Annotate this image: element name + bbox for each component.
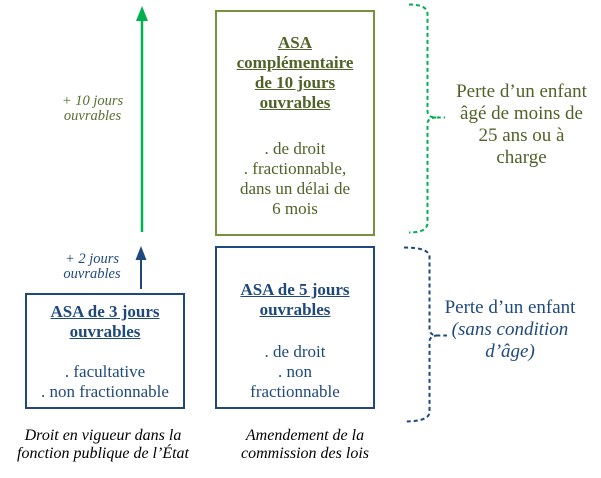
box-body-line: . de droit <box>264 342 326 361</box>
plus10-arrow-head <box>136 6 148 21</box>
box-body-line: . non <box>278 362 312 381</box>
box-title-line: ASA de 3 jours <box>50 302 160 321</box>
condition-no-age-label: Perte d’un enfant (sans condition d’âge) <box>432 297 588 363</box>
condition-line: (sans condition <box>451 319 569 340</box>
caption-amendement: Amendement de la commission des lois <box>241 427 369 462</box>
box-asa-3-jours: ASA de 3 jours ouvrables . facultative .… <box>25 293 185 409</box>
box-title-line: ouvrables <box>259 300 331 319</box>
box-title-line: de 10 jours <box>254 73 336 92</box>
box-title-line: ASA de 5 jours <box>240 280 350 299</box>
box-body-line: fractionnable <box>250 382 340 401</box>
condition-line: 25 ans ou à <box>478 125 565 146</box>
box-body-line: dans un délai de <box>240 179 350 198</box>
box-body-line: . facultative <box>64 362 146 381</box>
green-dashed-brace <box>408 3 445 234</box>
condition-line: Perte d’un enfant <box>456 81 587 102</box>
box-body-line: . non fractionnable <box>41 382 169 401</box>
caption-droit-en-vigueur: Droit en vigueur dans la fonction publiq… <box>17 427 189 462</box>
box-body-line: 6 mois <box>272 199 318 218</box>
box-asa-5-jours: ASA de 5 jours ouvrables . de droit . no… <box>215 246 375 409</box>
box-body-line: . fractionnable, <box>243 159 347 178</box>
box-body-line: . de droit <box>264 139 326 158</box>
condition-line: Perte d’un enfant <box>444 297 576 318</box>
plus-10-jours-label: + 10 jours ouvrables <box>61 93 124 124</box>
condition-line: âgé de moins de <box>460 103 583 124</box>
condition-under-25-label: Perte d’un enfant âgé de moins de 25 ans… <box>444 81 599 169</box>
box-title-line: ouvrables <box>69 322 141 341</box>
box-title-line: complémentaire <box>236 53 354 72</box>
blue-dashed-brace <box>403 246 447 423</box>
condition-line: d’âge) <box>485 341 535 362</box>
plus2-arrow-head <box>135 246 147 260</box>
spacer <box>27 342 183 362</box>
plus-2-jours-label: + 2 jours ouvrables <box>63 251 121 282</box>
spacer <box>217 113 373 139</box>
spacer <box>217 320 373 342</box>
box-asa-complementaire-10-jours: ASA complémentaire de 10 jours ouvrables… <box>215 10 375 236</box>
box-title-line: ASA <box>277 33 312 52</box>
box-title-line: ouvrables <box>259 93 331 112</box>
condition-line: charge <box>496 147 547 168</box>
